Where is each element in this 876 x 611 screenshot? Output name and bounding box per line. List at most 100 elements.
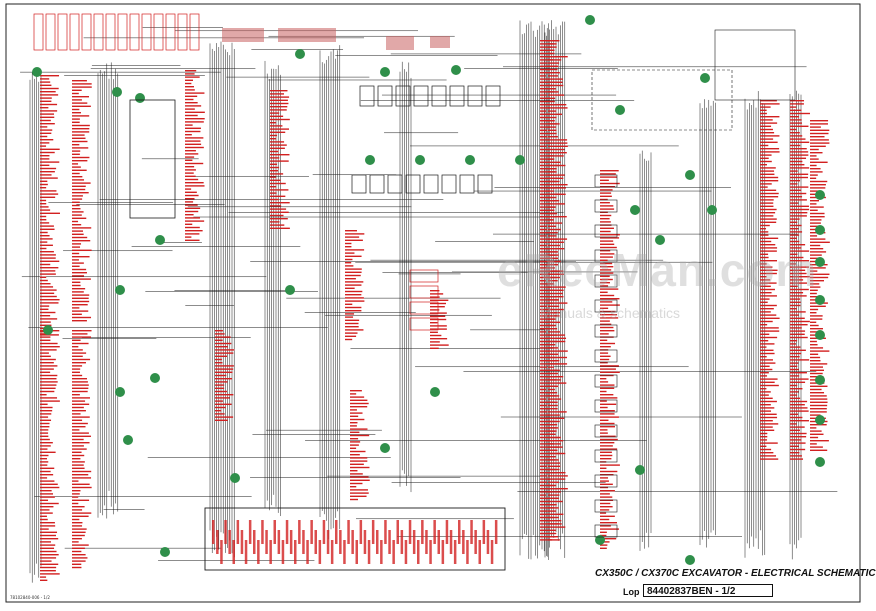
pin-label	[600, 374, 614, 377]
pin-label	[540, 116, 549, 119]
pin-label	[810, 184, 826, 186]
pin-label	[185, 150, 196, 152]
pin-label	[72, 541, 79, 543]
pin-label	[548, 360, 560, 362]
pin-label	[600, 502, 611, 505]
pin-label	[345, 284, 362, 286]
pin-label	[540, 158, 554, 160]
pin-label	[540, 248, 549, 250]
pin-label	[760, 298, 770, 300]
pin-label	[40, 100, 52, 102]
pin-label	[185, 223, 193, 225]
pin-label	[540, 267, 549, 269]
pin-label	[790, 384, 798, 387]
pin-label	[790, 413, 799, 415]
pin-label	[600, 221, 611, 223]
relay	[441, 174, 457, 194]
pin-label	[540, 222, 554, 224]
pin-label	[600, 342, 616, 345]
pin-label	[790, 359, 810, 361]
pin-label	[790, 333, 805, 335]
pin-label	[540, 414, 550, 416]
pin-label	[425, 530, 428, 554]
pin-label	[548, 225, 557, 227]
pin-label	[540, 241, 548, 243]
pin-label	[185, 153, 199, 155]
pin-label	[548, 472, 566, 474]
pin-label	[540, 337, 552, 339]
pin-label	[600, 477, 609, 479]
relay	[369, 174, 385, 194]
pin-label	[810, 299, 819, 301]
pin-label	[72, 493, 80, 495]
pin-label	[600, 400, 607, 402]
pin-label	[40, 215, 47, 218]
pin-label	[548, 152, 567, 154]
pin-label	[548, 257, 559, 259]
component-badge	[815, 295, 825, 305]
pin-label	[490, 540, 494, 564]
pin-label	[548, 452, 566, 455]
pin-label	[600, 368, 616, 370]
pin-label	[760, 260, 778, 262]
pin-label	[810, 254, 822, 256]
pin-label	[548, 68, 558, 71]
pin-label	[600, 230, 611, 233]
pin-label	[72, 118, 80, 120]
pin-label	[548, 312, 560, 314]
pin-label	[540, 388, 547, 391]
pin-label	[548, 292, 563, 295]
pin-label	[350, 428, 368, 430]
pin-label	[790, 199, 807, 201]
pin-label	[790, 151, 809, 153]
pin-label	[40, 493, 54, 495]
pin-label	[600, 544, 608, 546]
pin-label	[72, 374, 83, 377]
pin-label	[40, 518, 48, 521]
pin-label	[600, 403, 617, 405]
pin-label	[40, 167, 57, 170]
pin-label	[350, 486, 357, 488]
pin-label	[760, 125, 772, 127]
pin-label	[345, 294, 362, 296]
pin-label	[548, 88, 556, 90]
pin-label	[810, 385, 828, 387]
pin-label	[72, 525, 83, 527]
pin-label	[40, 119, 51, 122]
pin-label	[760, 452, 774, 454]
pin-label	[215, 384, 225, 386]
pin-label	[470, 520, 473, 544]
pin-label	[810, 411, 827, 413]
pin-label	[790, 263, 797, 265]
pin-label	[345, 297, 364, 299]
pin-label	[548, 120, 555, 122]
pin-label	[40, 416, 49, 418]
pin-label	[215, 387, 225, 389]
pin-label	[540, 136, 548, 138]
component-badge	[380, 67, 390, 77]
pin-label	[40, 576, 47, 578]
pin-label	[600, 445, 613, 447]
pin-label	[790, 234, 800, 236]
pin-label	[810, 315, 823, 317]
pin-label	[548, 193, 566, 195]
pin-label	[810, 340, 817, 343]
title-block: CX350C / CX370C EXCAVATOR - ELECTRICAL S…	[595, 568, 876, 598]
pin-label	[790, 304, 801, 307]
pin-label	[345, 258, 353, 261]
pin-label	[72, 464, 84, 466]
pin-label	[270, 128, 289, 130]
pin-label	[72, 566, 82, 569]
pin-label	[72, 563, 82, 565]
pin-label	[600, 486, 609, 489]
pin-label	[790, 400, 808, 403]
pin-label	[790, 212, 808, 214]
pin-label	[350, 409, 357, 411]
pin-label	[185, 86, 194, 88]
pin-label	[215, 394, 234, 396]
relay	[459, 174, 475, 194]
pin-label	[760, 423, 779, 425]
pin-label	[790, 343, 797, 345]
pin-label	[810, 132, 829, 135]
pin-label	[270, 195, 286, 197]
